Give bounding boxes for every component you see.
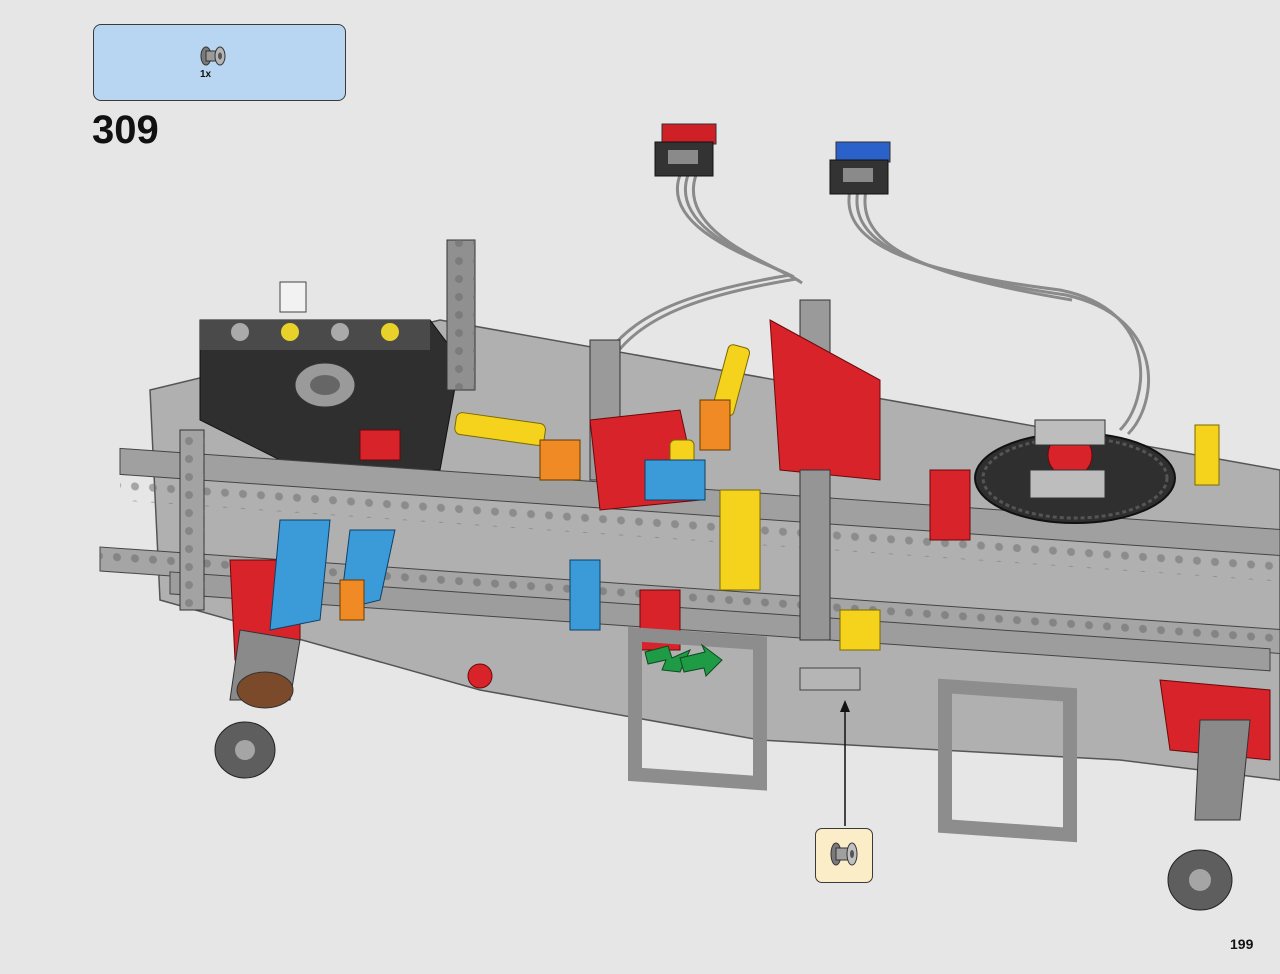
bush-icon — [828, 839, 860, 874]
cable-blue — [847, 189, 1150, 436]
part-callout-box — [815, 828, 873, 883]
part-quantity: 1x — [200, 69, 212, 80]
parts-list-box: 1x — [93, 24, 346, 101]
cable-red — [608, 174, 803, 355]
chassis — [99, 239, 1280, 911]
page-number: 199 — [1230, 936, 1254, 952]
motion-arrow-icon — [644, 643, 723, 677]
step-number: 309 — [92, 108, 159, 152]
connector-blue — [829, 141, 891, 195]
connector-red — [654, 123, 717, 177]
bush-icon — [198, 43, 228, 74]
